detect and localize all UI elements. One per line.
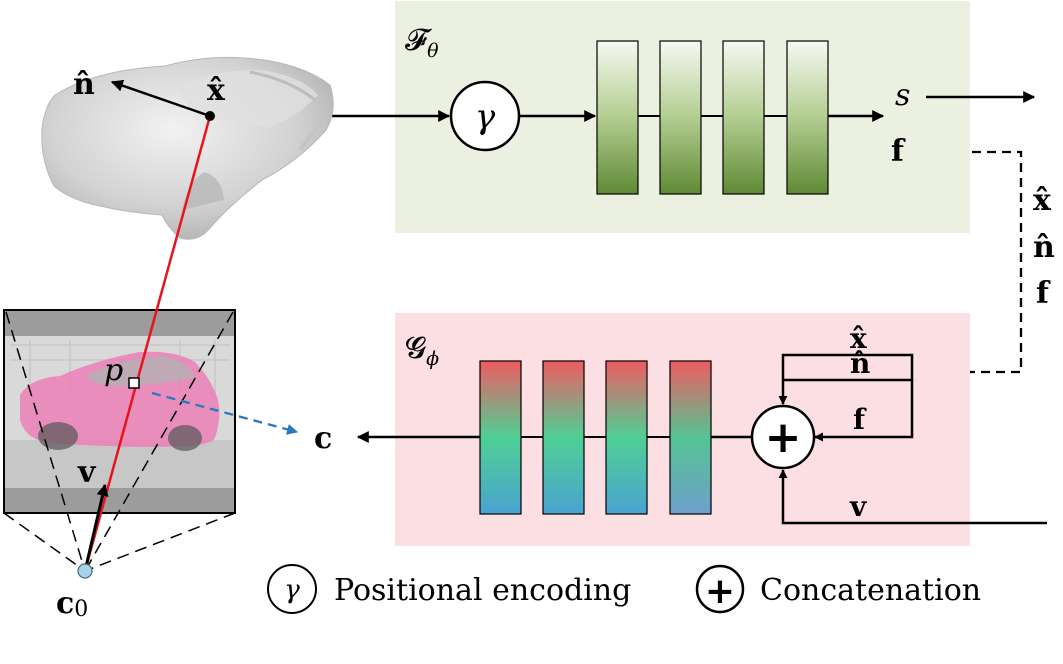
appearance-network-label: 𝓖ϕ	[405, 331, 439, 370]
camera-center-dot	[77, 563, 93, 579]
concatenation-node	[750, 404, 816, 470]
pixel-label: p	[104, 353, 123, 388]
legend-encoding-icon	[267, 564, 317, 614]
color-output-label: c	[314, 421, 332, 456]
appearance-layer-3	[605, 360, 648, 515]
concat-input-x-label: x̂	[850, 322, 867, 355]
concat-input-n-label: n̂	[850, 347, 870, 380]
camera-center-label: c0	[56, 586, 88, 622]
appearance-layer-4	[669, 360, 712, 515]
gamma-symbol: γ	[475, 97, 496, 137]
geometry-layer-1	[596, 40, 639, 195]
camera-image-plane	[3, 309, 236, 572]
positional-encoding-node	[449, 80, 521, 152]
surface-point-label: x̂	[207, 73, 226, 108]
legend-encoding-text: Positional encoding	[334, 573, 631, 608]
pixel-marker	[128, 377, 140, 389]
view-input-route	[778, 469, 1047, 525]
camera-frustum-lines	[3, 512, 236, 572]
concatenation-plus: +	[765, 412, 802, 463]
side-input-x: x̂	[1033, 183, 1052, 218]
legend-concat-icon	[695, 564, 745, 614]
geometry-layer-3	[722, 40, 765, 195]
geometry-layer-2	[659, 40, 702, 195]
view-input-label: v	[849, 490, 867, 523]
geometry-mlp-layers	[596, 40, 829, 195]
feature-output-label: f	[891, 134, 906, 169]
side-input-f: f	[1036, 276, 1051, 311]
normal-arrow	[110, 79, 211, 118]
appearance-layer-2	[542, 360, 585, 515]
surface-point-dot	[205, 111, 215, 121]
svg-text:γ: γ	[284, 575, 300, 605]
pixel-projection-arrow	[151, 391, 299, 435]
view-direction-arrow	[83, 483, 109, 572]
sdf-output-label: s	[895, 78, 910, 113]
normal-label: n̂	[73, 67, 95, 102]
side-input-n: n̂	[1033, 230, 1055, 265]
concat-input-f-label: f	[853, 403, 867, 436]
legend-concat-text: Concatenation	[760, 573, 981, 608]
legend: γ Positional encoding + Concatenation	[267, 564, 981, 614]
appearance-layer-1	[479, 360, 522, 515]
view-direction-label: v	[77, 455, 97, 490]
geometry-layer-4	[786, 40, 829, 195]
appearance-mlp-layers	[479, 360, 712, 515]
concat-input-f-route	[814, 380, 914, 442]
svg-text:+: +	[705, 571, 735, 612]
